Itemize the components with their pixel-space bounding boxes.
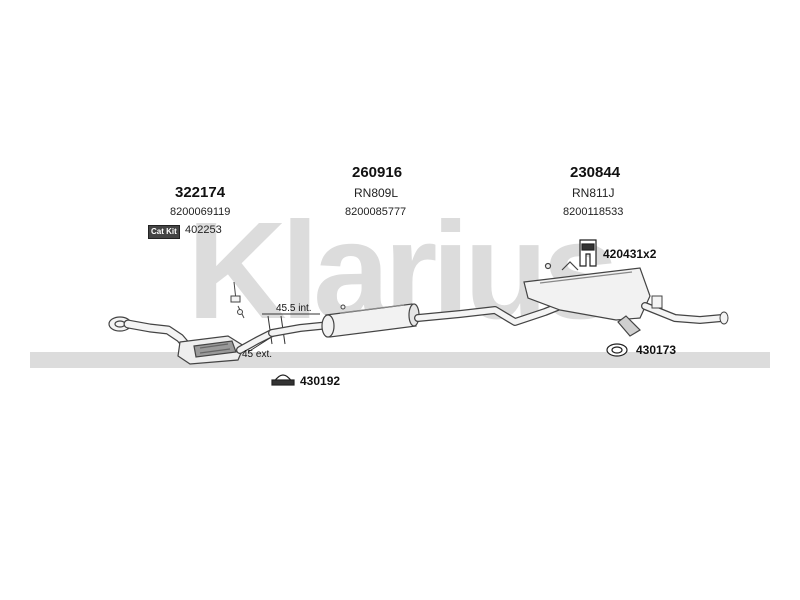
- rear-code: RN811J: [572, 186, 615, 200]
- lambda-sensor: [230, 281, 245, 319]
- front-part-number: 322174: [175, 184, 226, 201]
- rear-part-number: 230844: [570, 164, 621, 181]
- middle-hanger: [340, 304, 346, 310]
- middle-part-number: 260916: [352, 164, 403, 181]
- catalytic-converter: [177, 335, 245, 365]
- tail-pipe-end: [719, 311, 729, 325]
- dimension-internal: 45.5 int.: [276, 303, 312, 314]
- clamp-rear-number: 430173: [636, 343, 677, 357]
- clamp-front-number: 430192: [300, 374, 341, 388]
- rubber-mount-number: 420431x2: [603, 247, 657, 261]
- dimension-external: 45 ext.: [242, 349, 273, 360]
- clamp-front-icon: [271, 374, 295, 386]
- front-oem-number: 8200069119: [170, 206, 231, 218]
- rear-silencer: [523, 261, 651, 337]
- cat-kit-number: 402253: [185, 224, 222, 236]
- clamp-rear-icon: [606, 343, 628, 357]
- rubber-mount-icon: [579, 239, 597, 267]
- rear-hanger-bracket: [651, 295, 663, 309]
- rear-oem-number: 8200118533: [563, 206, 624, 218]
- middle-oem-number: 8200085777: [345, 206, 407, 218]
- cat-kit-badge: Cat Kit: [148, 225, 180, 239]
- middle-code: RN809L: [354, 186, 399, 200]
